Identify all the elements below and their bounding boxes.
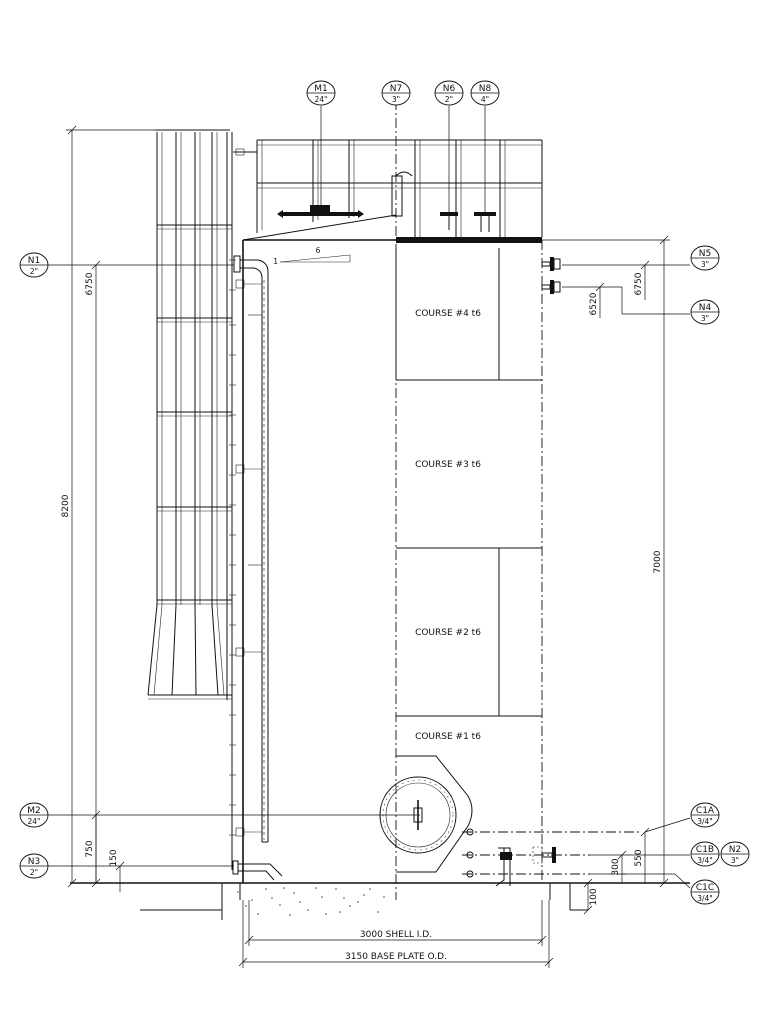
roof-slope-run: 6 bbox=[316, 246, 321, 255]
bubble-n6: N6 2" bbox=[434, 80, 464, 106]
manway-m2 bbox=[379, 755, 473, 873]
dim-n4-elev: 6520 bbox=[589, 292, 599, 315]
svg-text:C1C: C1C bbox=[696, 883, 714, 893]
course-1-label: COURSE #1 t6 bbox=[415, 732, 481, 742]
foundation bbox=[70, 882, 690, 920]
svg-text:4": 4" bbox=[481, 95, 489, 104]
svg-text:24": 24" bbox=[28, 817, 41, 826]
level-gauge-pipe bbox=[233, 255, 269, 843]
svg-text:2": 2" bbox=[30, 267, 38, 276]
svg-text:N6: N6 bbox=[443, 84, 456, 94]
svg-text:M2: M2 bbox=[27, 806, 41, 816]
svg-text:3": 3" bbox=[701, 260, 709, 269]
svg-text:N7: N7 bbox=[390, 84, 402, 94]
bubble-n1: N1 2" bbox=[19, 252, 49, 278]
svg-text:3": 3" bbox=[731, 856, 739, 865]
caged-ladder bbox=[147, 129, 236, 870]
n3-outlet bbox=[232, 860, 283, 881]
roof-handrail bbox=[233, 139, 543, 237]
bubble-n2: N2 3" bbox=[720, 841, 750, 867]
course-4-label: COURSE #4 t6 bbox=[415, 309, 481, 319]
roof: 1 6 bbox=[242, 214, 542, 266]
svg-text:N2: N2 bbox=[729, 845, 741, 855]
bubble-n8: N8 4" bbox=[470, 80, 500, 106]
shell-nozzles-right bbox=[462, 257, 640, 887]
bubble-c1c: C1C 3/4" bbox=[690, 879, 720, 905]
dim-base-plate: 100 bbox=[589, 888, 599, 905]
dim-m2-elev: 750 bbox=[85, 840, 95, 857]
course-2-label: COURSE #2 t6 bbox=[415, 628, 481, 638]
bubble-m1: M1 24" bbox=[306, 80, 336, 106]
svg-text:N1: N1 bbox=[28, 256, 40, 266]
dim-c1a-elev: 550 bbox=[634, 849, 644, 866]
roof-slope-rise: 1 bbox=[273, 257, 278, 266]
dimension-labels: 8200 6750 750 150 7000 6750 6520 550 300… bbox=[61, 272, 663, 962]
svg-text:3": 3" bbox=[701, 314, 709, 323]
svg-text:C1A: C1A bbox=[696, 806, 715, 816]
dim-base-od: 3150 BASE PLATE O.D. bbox=[345, 952, 447, 962]
dim-n1-elev: 6750 bbox=[85, 272, 95, 295]
dim-overall-height: 8200 bbox=[61, 494, 71, 517]
dim-c1b-elev: 300 bbox=[611, 858, 621, 875]
svg-text:C1B: C1B bbox=[696, 845, 714, 855]
svg-text:N5: N5 bbox=[699, 249, 711, 259]
svg-text:3/4": 3/4" bbox=[697, 856, 713, 865]
bubble-n3: N3 2" bbox=[19, 853, 49, 879]
svg-text:2": 2" bbox=[445, 95, 453, 104]
svg-text:24": 24" bbox=[315, 95, 328, 104]
dim-n5-elev: 6750 bbox=[634, 272, 644, 295]
bubble-c1a: C1A 3/4" bbox=[690, 802, 720, 828]
dim-shell-height: 7000 bbox=[653, 550, 663, 573]
bubble-n7: N7 3" bbox=[381, 80, 411, 106]
svg-text:3/4": 3/4" bbox=[697, 817, 713, 826]
svg-text:2": 2" bbox=[30, 868, 38, 877]
bubble-m2: M2 24" bbox=[19, 802, 49, 828]
svg-text:3": 3" bbox=[392, 95, 400, 104]
svg-text:N4: N4 bbox=[699, 303, 712, 313]
bubble-c1b: C1B 3/4" bbox=[690, 841, 720, 867]
course-3-label: COURSE #3 t6 bbox=[415, 460, 481, 470]
svg-text:3/4": 3/4" bbox=[697, 894, 713, 903]
bubble-n5: N5 3" bbox=[690, 245, 720, 271]
svg-text:N8: N8 bbox=[479, 84, 492, 94]
dimension-lines bbox=[40, 106, 720, 968]
svg-text:M1: M1 bbox=[314, 84, 328, 94]
dim-n3-elev: 150 bbox=[109, 849, 119, 866]
dim-shell-id: 3000 SHELL I.D. bbox=[360, 930, 432, 940]
svg-text:N3: N3 bbox=[28, 857, 40, 867]
bubble-n4: N4 3" bbox=[690, 299, 720, 325]
course-labels: COURSE #4 t6 COURSE #3 t6 COURSE #2 t6 C… bbox=[415, 309, 481, 742]
